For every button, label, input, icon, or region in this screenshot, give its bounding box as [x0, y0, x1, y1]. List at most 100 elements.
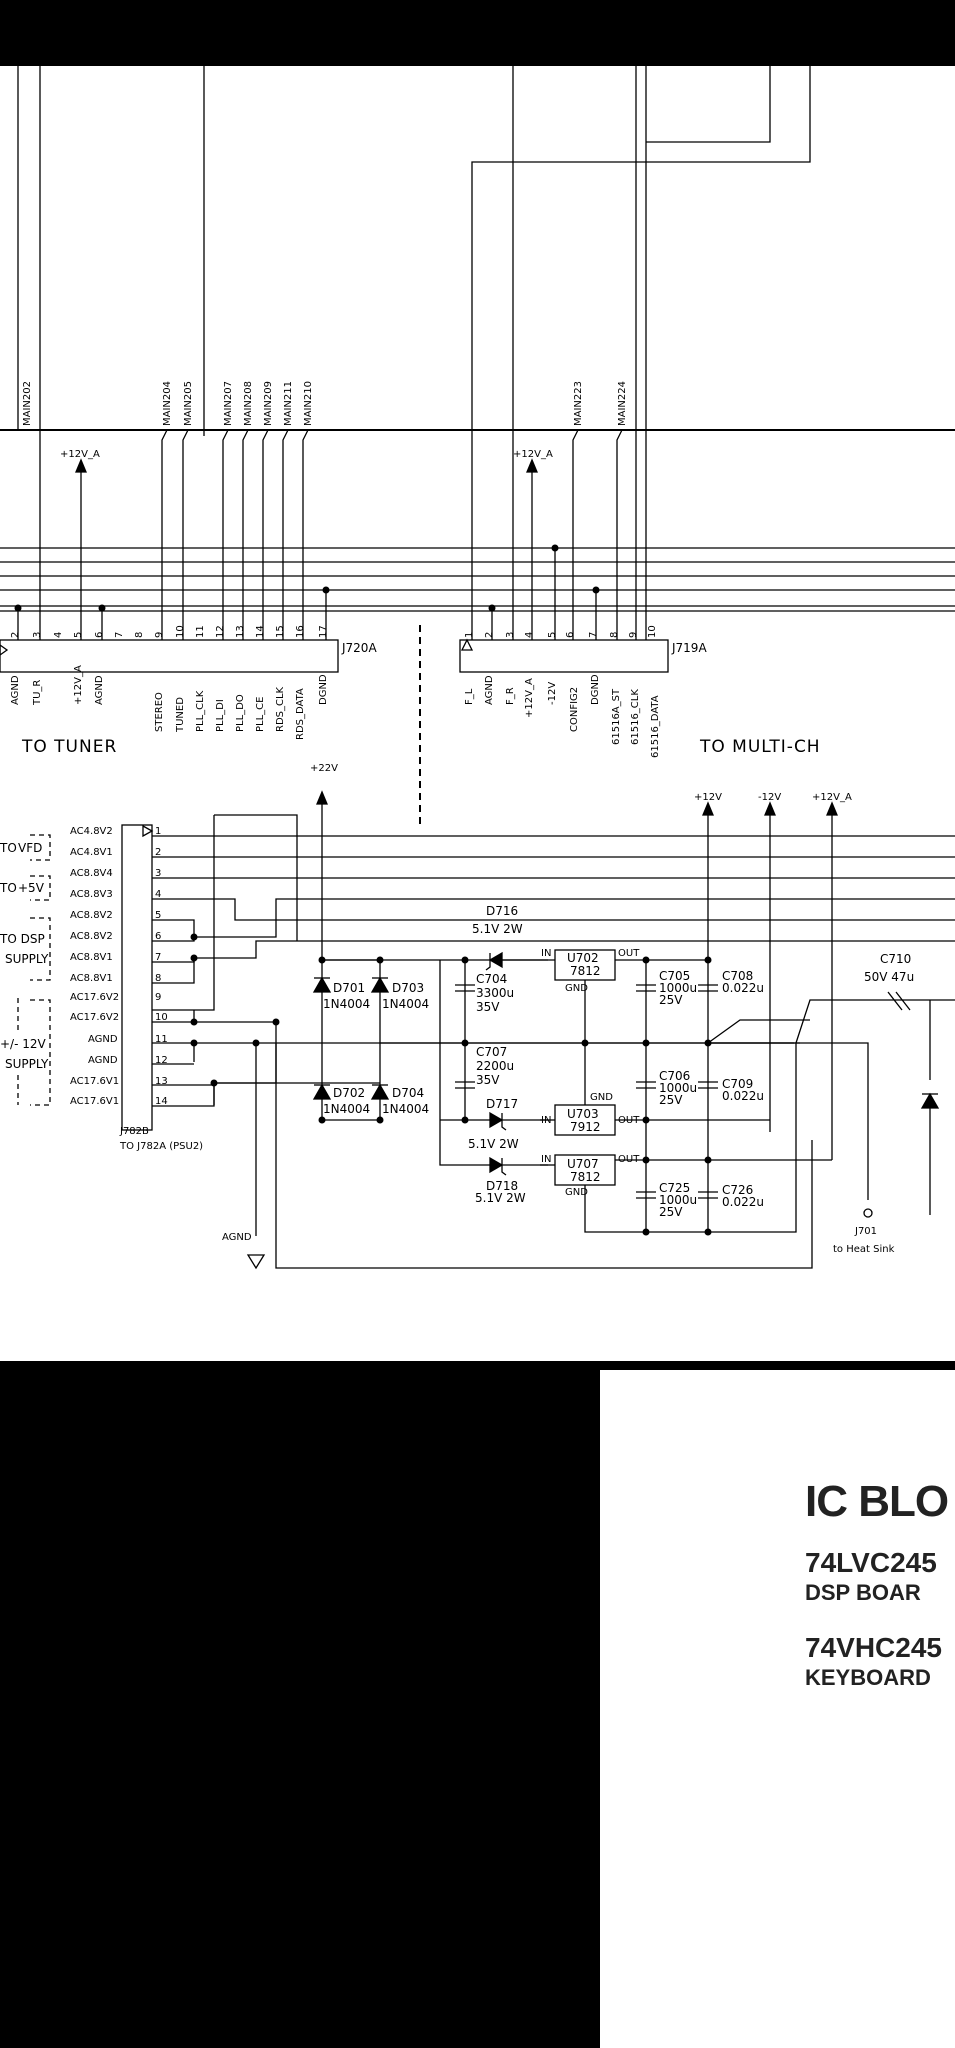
dashed-brackets	[17, 834, 51, 1106]
svg-text:50V 47u: 50V 47u	[864, 970, 914, 984]
zener-diodes	[485, 951, 507, 1176]
signal-label: MAIN209	[263, 381, 274, 426]
svg-text:10: 10	[175, 625, 186, 638]
svg-text:3: 3	[32, 632, 43, 638]
svg-text:13: 13	[235, 625, 246, 638]
svg-text:D703: D703	[392, 981, 424, 995]
svg-text:16: 16	[295, 625, 306, 638]
svg-text:AC8.8V2: AC8.8V2	[70, 910, 113, 921]
svg-text:STEREO: STEREO	[154, 692, 165, 732]
svg-text:AGND: AGND	[10, 675, 21, 705]
svg-text:5.1V 2W: 5.1V 2W	[472, 922, 523, 936]
connector-bus-lines	[0, 547, 955, 612]
svg-text:AC8.8V3: AC8.8V3	[70, 889, 113, 900]
top-wires	[0, 66, 955, 640]
svg-text:IN: IN	[541, 1115, 551, 1126]
signal-label: MAIN223	[573, 381, 584, 426]
svg-text:35V: 35V	[476, 1073, 500, 1087]
svg-text:14: 14	[255, 625, 266, 638]
svg-text:1000u: 1000u	[659, 1081, 697, 1095]
diode-labels: D701 1N4004 D703 1N4004 D702 1N4004 D704…	[323, 904, 526, 1205]
svg-text:TO: TO	[0, 841, 17, 855]
svg-text:1: 1	[155, 826, 161, 837]
svg-text:PLL_DO: PLL_DO	[235, 694, 246, 732]
svg-text:PLL_DI: PLL_DI	[215, 699, 226, 732]
rail-label: +12V_A	[812, 792, 852, 803]
svg-text:0.022u: 0.022u	[722, 1089, 764, 1103]
svg-text:AC17.6V1: AC17.6V1	[70, 1076, 119, 1087]
svg-text:RDS_CLK: RDS_CLK	[275, 686, 286, 732]
svg-text:2: 2	[484, 632, 495, 638]
svg-text:GND: GND	[590, 1092, 613, 1103]
svg-text:11: 11	[155, 1034, 168, 1045]
svg-text:5.1V 2W: 5.1V 2W	[475, 1191, 526, 1205]
svg-text:C706: C706	[659, 1069, 690, 1083]
svg-text:OUT: OUT	[618, 1115, 640, 1126]
svg-text:10: 10	[647, 625, 658, 638]
svg-text:AC4.8V1: AC4.8V1	[70, 847, 113, 858]
svg-text:9: 9	[154, 632, 165, 638]
svg-text:AC8.8V1: AC8.8V1	[70, 952, 113, 963]
junction-dots	[14, 544, 600, 612]
svg-text:7: 7	[588, 632, 599, 638]
heatsink-note: to Heat Sink	[833, 1244, 895, 1255]
svg-text:AC8.8V1: AC8.8V1	[70, 973, 113, 984]
svg-text:C704: C704	[476, 972, 507, 986]
tuner-title: TO TUNER	[21, 737, 117, 757]
signal-label: MAIN207	[223, 381, 234, 426]
svg-text:C710: C710	[880, 952, 911, 966]
svg-text:C709: C709	[722, 1077, 753, 1091]
svg-text:6: 6	[155, 931, 161, 942]
ic-part-board: KEYBOARD	[805, 1665, 931, 1690]
svg-text:5.1V 2W: 5.1V 2W	[468, 1137, 519, 1151]
signal-label: MAIN205	[183, 381, 194, 426]
schematic-sheet: MAIN202 MAIN204 MAIN205 MAIN207 MAIN208 …	[0, 66, 955, 1361]
svg-text:TUNED: TUNED	[175, 697, 186, 733]
rail-12v-a-markers	[75, 458, 538, 473]
svg-text:2: 2	[155, 847, 161, 858]
rail-label: +22V	[310, 763, 338, 774]
svg-text:5: 5	[155, 910, 161, 921]
j719a-pin-numbers: 1 2 3 4 5 6 7 8 9 10 J719A	[464, 625, 707, 655]
svg-text:17: 17	[318, 625, 329, 638]
capacitor-labels: C704 3300u 35V C707 2200u 35V C705 1000u…	[476, 952, 914, 1219]
bus-drops	[80, 429, 623, 640]
supply-wiring	[152, 814, 955, 1269]
ic-part-74lvc245: 74LVC245	[805, 1547, 937, 1578]
capacitor-symbols	[455, 984, 911, 1199]
svg-text:61516_CLK: 61516_CLK	[630, 689, 641, 745]
svg-text:C726: C726	[722, 1183, 753, 1197]
svg-text:C705: C705	[659, 969, 690, 983]
j720a-signal-names: AGND TU_R +12V_A AGND STEREO TUNED PLL_C…	[10, 665, 329, 757]
svg-text:35V: 35V	[476, 1000, 500, 1014]
svg-text:U707: U707	[567, 1157, 599, 1171]
svg-text:12: 12	[215, 625, 226, 638]
svg-text:D717: D717	[486, 1097, 518, 1111]
signal-label: MAIN210	[303, 381, 314, 426]
regulator-wiring	[322, 835, 869, 1233]
svg-text:25V: 25V	[659, 1205, 683, 1219]
ic-block-panel: IC BLO 74LVC245 DSP BOAR 74VHC245 KEYBOA…	[600, 1370, 955, 2048]
ic-block-title: IC BLO	[805, 1477, 949, 1526]
rail-label: +12V_A	[60, 449, 100, 460]
svg-text:3: 3	[155, 868, 161, 879]
svg-text:3300u: 3300u	[476, 986, 514, 1000]
svg-text:AGND: AGND	[88, 1055, 118, 1066]
connector-label-j719a: J719A	[671, 641, 707, 655]
svg-text:U703: U703	[567, 1107, 599, 1121]
connector-note: TO J782A (PSU2)	[119, 1141, 203, 1152]
svg-text:AC8.8V2: AC8.8V2	[70, 931, 113, 942]
svg-text:7: 7	[155, 952, 161, 963]
svg-text:C725: C725	[659, 1181, 690, 1195]
svg-text:DGND: DGND	[590, 674, 601, 705]
svg-text:+5V: +5V	[18, 881, 45, 895]
svg-text:5: 5	[73, 632, 84, 638]
svg-text:TO: TO	[0, 881, 17, 895]
svg-text:1N4004: 1N4004	[323, 997, 370, 1011]
j719a-signal-names: F_L AGND F_R +12V_A -12V CONFIG2 DGND 61…	[464, 674, 820, 758]
j782b-pin-numbers: 1 2 3 4 5 6 7 8 9 10 11 12 13 14	[155, 826, 168, 1107]
connector-j719a	[459, 638, 669, 673]
regulator-labels: U702 7812 U703 7912 U707 7812 IN OUT GND…	[541, 948, 640, 1198]
pin1-marker	[142, 824, 154, 838]
power-supply-schematic: MAIN202 MAIN204 MAIN205 MAIN207 MAIN208 …	[0, 66, 955, 1270]
